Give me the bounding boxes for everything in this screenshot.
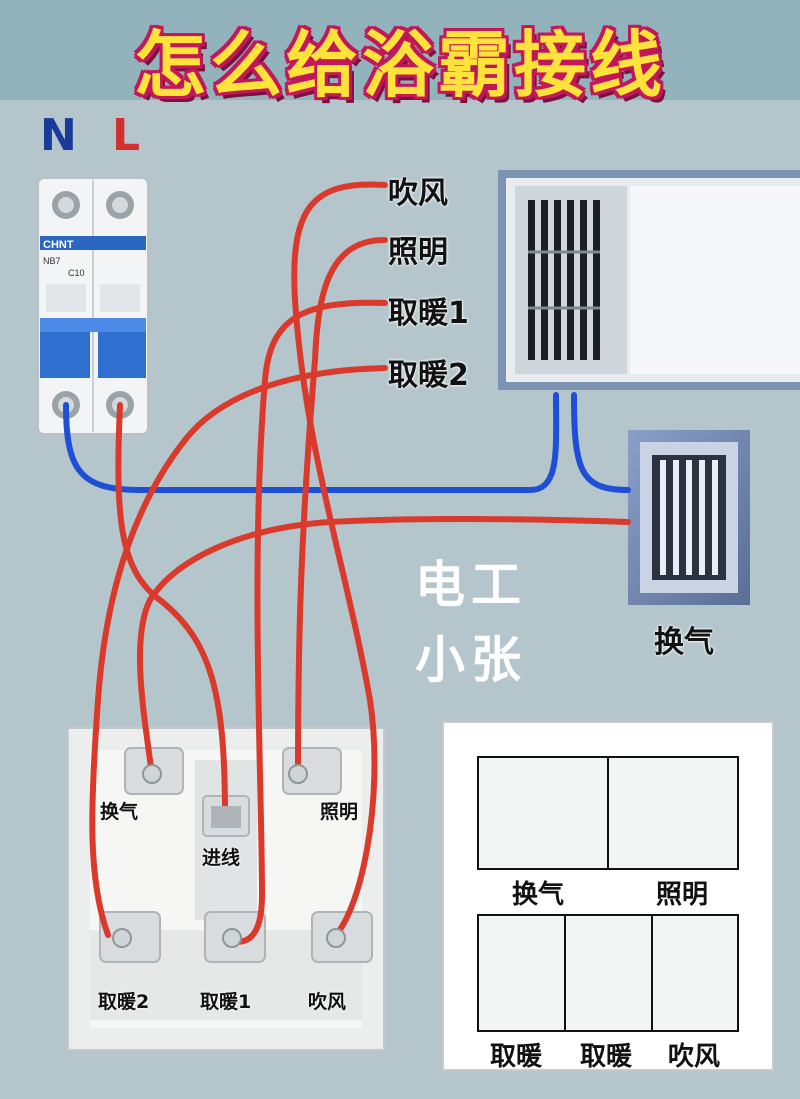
breaker-brand: CHNT [43,239,74,251]
switch-box-label-heat2: 取暖2 [98,991,150,1013]
heater-vent-grille [528,200,600,360]
circuit-breaker: CHNT NB7 C10 [37,177,149,435]
panel-key-heat-a[interactable] [477,914,566,1032]
wire-label-heat1: 取暖1 [388,296,469,331]
panel-key-heat-b[interactable] [564,914,653,1032]
neutral-wires [63,392,631,493]
panel-label-heat-a: 取暖 [490,1042,543,1072]
watermark-line2: 小张 [415,631,527,689]
switch-box-label-exhaust: 换气 [100,801,139,823]
panel-key-blow[interactable] [651,914,739,1032]
live-wires [89,181,631,945]
exhaust-fan-label: 换气 [654,625,714,660]
panel-label-heat-b: 取暖 [580,1042,633,1072]
watermark-line1: 电工 [415,556,527,614]
title-band [0,0,800,100]
bath-heater-unit [498,170,800,390]
breaker-toggle[interactable] [40,318,146,378]
page-title: 怎么给浴霸接线 [133,23,666,107]
exhaust-fan-unit [628,430,750,605]
panel-label-blow: 吹风 [668,1042,721,1072]
switch-box-label-heat1: 取暖1 [200,991,252,1013]
panel-label-exhaust: 换气 [512,880,565,910]
switch-panel-front [442,721,774,1071]
switch-box-label-input: 进线 [202,847,241,869]
terminal-l-label: L [112,110,141,161]
panel-key-light[interactable] [607,756,739,870]
switch-box-label-blow: 吹风 [308,991,347,1013]
switch-box-back [67,727,385,1051]
wire-label-blow: 吹风 [388,176,448,211]
panel-key-exhaust[interactable] [477,756,609,870]
breaker-rating: C10 [68,268,85,278]
terminal-n-label: N [40,110,77,161]
wire-label-heat2: 取暖2 [388,358,469,393]
switch-box-label-light: 照明 [320,801,359,823]
wire-label-light: 照明 [388,235,448,270]
breaker-model: NB7 [43,256,61,266]
panel-label-light: 照明 [656,880,709,910]
